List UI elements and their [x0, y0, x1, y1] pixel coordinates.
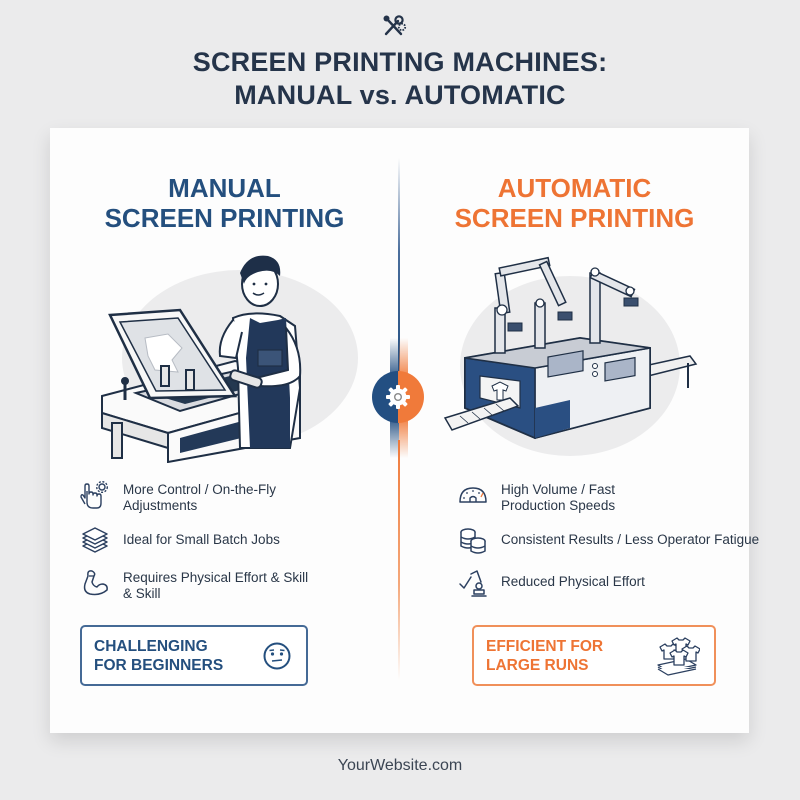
manual-title-line-1: MANUAL [168, 173, 281, 203]
feature-text-line-2: Production Speeds [501, 498, 616, 513]
feature-text-line-2: Adjustments [123, 498, 198, 513]
callout-line-2: FOR BEGINNERS [94, 656, 224, 674]
feature-item: High Volume / Fast Production Speeds [458, 480, 778, 514]
speedometer-icon [459, 487, 487, 503]
manual-press-illustration [101, 255, 358, 463]
manual-title: MANUAL SCREEN PRINTING [50, 173, 399, 233]
layers-stack-icon [82, 527, 108, 553]
feature-text-line-1: Requires Physical Effort & Skill [123, 570, 309, 585]
gear-icon [386, 385, 410, 409]
manual-features-list: More Control / On-the-Fly Adjustments Id… [80, 480, 400, 614]
callout-line-1: EFFICIENT FOR [486, 637, 604, 655]
tshirt-stack-icon [657, 636, 700, 676]
divider-top [398, 158, 400, 393]
feature-item: Reduced Physical Effort [458, 568, 778, 598]
divider-bottom [398, 440, 400, 680]
flexed-arm-icon [83, 570, 108, 596]
feature-text-line-1: High Volume / Fast [501, 482, 616, 497]
feature-text-line-1: More Control / On-the-Fly [123, 482, 277, 497]
comparison-card: MANUAL SCREEN PRINTING [50, 128, 759, 733]
automatic-column: AUTOMATIC SCREEN PRINTING [400, 128, 759, 733]
manual-callout: CHALLENGING FOR BEGINNERS [80, 625, 308, 686]
callout-line-1: CHALLENGING [94, 637, 208, 655]
automatic-machine-illustration [443, 256, 698, 456]
center-gear-badge [372, 371, 424, 423]
title-line-1: SCREEN PRINTING MACHINES: [192, 47, 608, 77]
feature-item: Requires Physical Effort & Skill & Skill [80, 568, 400, 602]
hand-gear-icon [80, 480, 109, 509]
robot-arm-check-icon [459, 570, 487, 597]
feature-text-line-1: Ideal for Small Batch Jobs [123, 532, 280, 547]
feature-text-line-1: Reduced Physical Effort [501, 574, 645, 589]
feature-text-line-1: Consistent Results / Less Operator Fatig… [501, 532, 760, 547]
wrench-gear-icon [383, 15, 407, 36]
feature-item: More Control / On-the-Fly Adjustments [80, 480, 400, 514]
feature-item: Ideal for Small Batch Jobs [80, 526, 400, 556]
feature-item: Consistent Results / Less Operator Fatig… [458, 526, 778, 556]
footer-website: YourWebsite.com [337, 757, 463, 774]
manual-column: MANUAL SCREEN PRINTING [50, 128, 399, 733]
page-title: SCREEN PRINTING MACHINES: MANUAL vs. AUT… [0, 46, 800, 112]
title-line-2: MANUAL vs. AUTOMATIC [234, 80, 566, 110]
automatic-callout: EFFICIENT FOR LARGE RUNS [472, 625, 716, 686]
automatic-title-line-2: SCREEN PRINTING [454, 203, 695, 233]
automatic-title-line-1: AUTOMATIC [497, 173, 652, 203]
automatic-features-list: High Volume / Fast Production Speeds [458, 480, 778, 610]
callout-line-2: LARGE RUNS [486, 656, 589, 674]
manual-title-line-2: SCREEN PRINTING [104, 203, 345, 233]
feature-text-line-2: & Skill [123, 586, 161, 601]
uneasy-face-icon [263, 642, 291, 669]
automatic-title: AUTOMATIC SCREEN PRINTING [400, 173, 749, 233]
coin-stacks-icon [460, 528, 486, 554]
